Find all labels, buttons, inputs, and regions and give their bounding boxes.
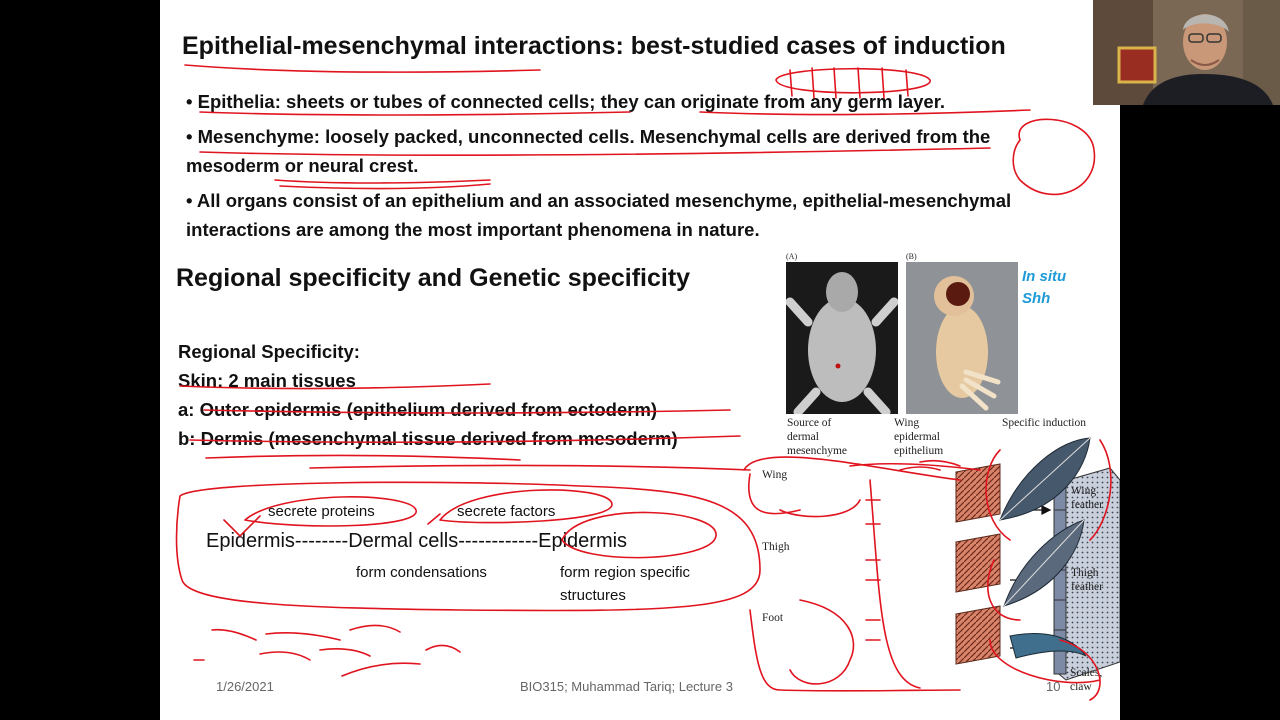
chick-embryo-photo — [786, 262, 898, 414]
form-region-label-2: structures — [560, 587, 626, 604]
out-thigh-line-1: Thigh — [1071, 567, 1099, 579]
wing-ep-line-2: epidermal — [894, 431, 940, 443]
secrete-proteins-label: secrete proteins — [268, 503, 375, 520]
insitu-embryo-photo — [906, 262, 1018, 414]
figure-label-b: (B) — [906, 252, 917, 261]
presenter-video-frame — [1093, 0, 1280, 105]
footer-date: 1/26/2021 — [216, 679, 274, 694]
form-condensations-label: form condensations — [356, 564, 487, 581]
source-line-1: Source of — [787, 417, 832, 429]
pen-annotations — [175, 64, 1112, 701]
output-scales-claw: Scales, claw — [1070, 666, 1102, 694]
slide-title: Epithelial-mesenchymal interactions: bes… — [182, 32, 1006, 60]
source-line-3: mesenchyme — [787, 445, 848, 457]
source-dermal-label: Source of dermal mesenchyme — [787, 416, 847, 458]
dermis-squares — [955, 463, 1001, 665]
regional-line-4: b: Dermis (mesenchymal tissue derived fr… — [178, 428, 678, 449]
row-label-thigh: Thigh — [762, 541, 790, 553]
section-heading: Regional specificity and Genetic specifi… — [176, 264, 691, 292]
output-thigh-feather: Thigh feather — [1071, 566, 1103, 594]
induction-chain: Epidermis--------Dermal cells-----------… — [206, 530, 628, 552]
bullet-epithelia: • Epithelia: sheets or tubes of connecte… — [186, 91, 946, 112]
output-wing-feather: Wing feather — [1071, 484, 1103, 512]
bullet-organs: • All organs consist of an epithelium an… — [186, 190, 1012, 240]
presenter-webcam — [1093, 0, 1280, 105]
output-structures — [999, 437, 1091, 659]
footer-course: BIO315; Muhammad Tariq; Lecture 3 — [520, 679, 733, 694]
source-line-2: dermal — [787, 431, 819, 443]
insitu-line-1: In situ — [1022, 268, 1067, 285]
regional-line-3: a: Outer epidermis (epithelium derived f… — [178, 399, 658, 420]
wing-ep-line-3: epithelium — [894, 445, 944, 457]
row-label-foot: Foot — [762, 612, 784, 624]
insitu-shh-label: In situ Shh — [1022, 266, 1066, 310]
slide: Epithelial-mesenchymal interactions: bes… — [160, 0, 1120, 720]
specific-induction-label: Specific induction — [1002, 417, 1086, 429]
out-foot-line-1: Scales, — [1070, 667, 1103, 679]
regional-line-2: Skin: 2 main tissues — [178, 370, 356, 391]
bullet-mesenchyme: • Mesenchyme: loosely packed, unconnecte… — [186, 126, 991, 176]
regional-specificity-block: Regional Specificity: Skin: 2 main tissu… — [178, 337, 678, 453]
form-region-label-1: form region specific — [560, 564, 691, 581]
insitu-line-2: Shh — [1022, 290, 1051, 307]
out-foot-line-2: claw — [1070, 681, 1092, 693]
out-thigh-line-2: feather — [1071, 581, 1103, 593]
out-wing-line-2: feather — [1071, 499, 1103, 511]
figure-label-a: (A) — [786, 252, 798, 261]
wing-ep-line-1: Wing — [894, 417, 920, 429]
footer-page-number: 10 — [1046, 679, 1061, 694]
out-wing-line-1: Wing — [1071, 485, 1097, 497]
row-label-wing: Wing — [762, 469, 788, 481]
wing-epithelium-label: Wing epidermal epithelium — [894, 416, 943, 458]
secrete-factors-label: secrete factors — [457, 503, 556, 520]
regional-line-1: Regional Specificity: — [178, 341, 360, 362]
